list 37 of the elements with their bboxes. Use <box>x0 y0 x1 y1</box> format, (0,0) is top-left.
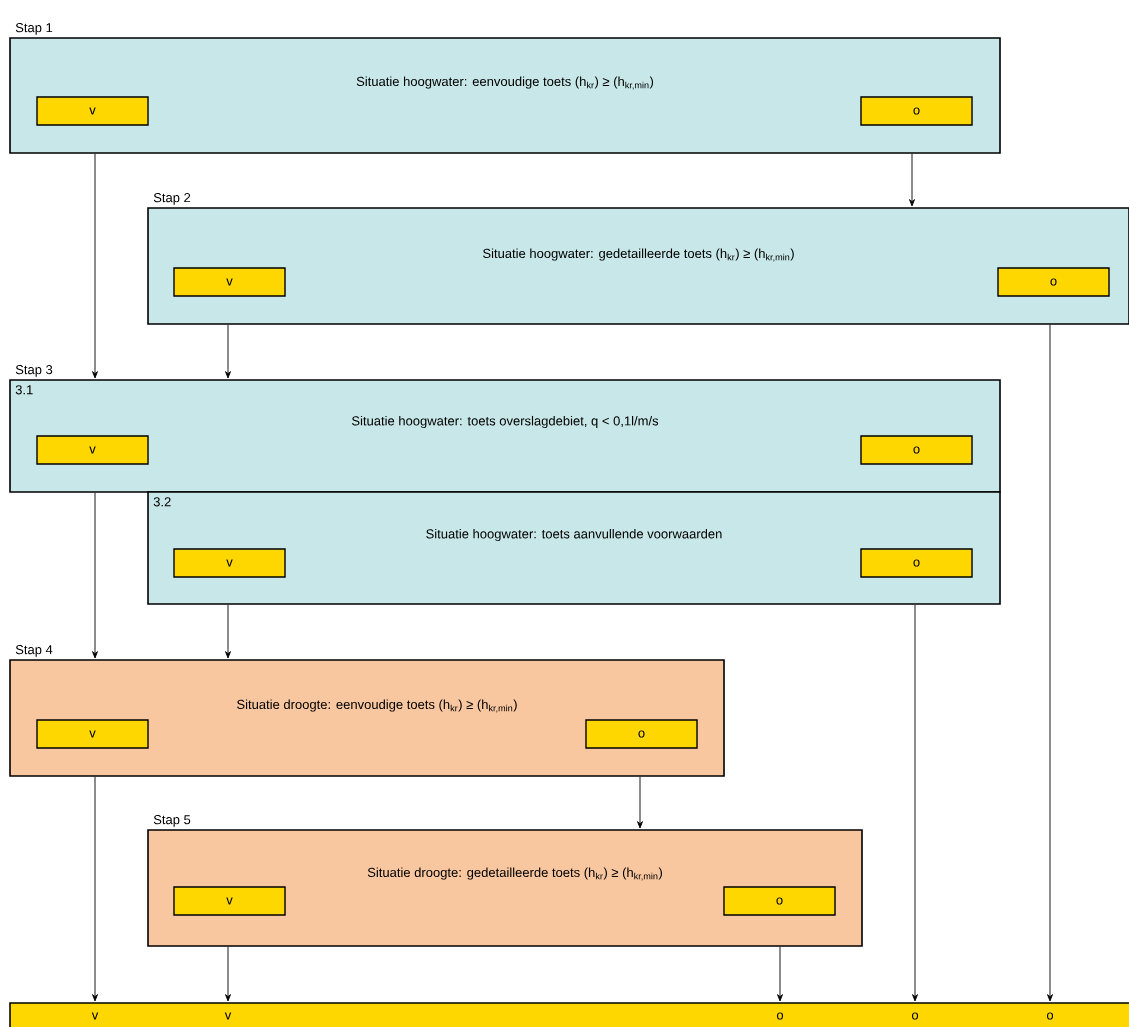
arrow <box>777 946 783 1002</box>
answer-box: o <box>860 548 973 578</box>
arrow <box>909 153 915 207</box>
arrow <box>912 604 918 1002</box>
box-title: Situatie hoogwater: gedetailleerde toets (h$_{kr}$) ≥ (h$_{kr,min}$) <box>483 248 794 262</box>
answer-box: v <box>36 719 149 749</box>
step-heading: Stap 3 <box>15 365 53 377</box>
step-heading: Stap 4 <box>15 645 53 657</box>
arrow <box>1047 324 1053 1002</box>
step-heading: Stap 5 <box>153 815 191 827</box>
box-title: Situatie hoogwater: toets aanvullende voorwaarden <box>426 528 722 542</box>
box-title: Situatie hoogwater: eenvoudige toets (h$_{kr}$) ≥ (h$_{kr,min}$) <box>356 76 654 90</box>
arrow <box>92 776 98 1002</box>
step-heading: Stap 2 <box>153 193 191 205</box>
answer-box: v <box>173 886 286 916</box>
step-heading: 3.1 <box>15 385 33 395</box>
arrow <box>225 604 231 659</box>
answer-box: o <box>723 886 836 916</box>
arrow <box>92 153 98 379</box>
arrow <box>225 324 231 379</box>
box-title: Situatie droogte: gedetailleerde toets (h$_{kr}$) ≥ (h$_{kr,min}$) <box>367 867 662 881</box>
answer-box: v <box>36 96 149 126</box>
arrow <box>225 946 231 1002</box>
answer-box: v <box>173 548 286 578</box>
step-heading: Stap 1 <box>15 23 53 35</box>
box-title: Situatie hoogwater: toets overslagdebiet, q < 0,1l/m/s <box>352 415 659 429</box>
answer-box: o <box>585 719 698 749</box>
step-heading: 3.2 <box>153 497 171 507</box>
answer-box: o <box>860 96 973 126</box>
answer-box: v <box>36 435 149 465</box>
box-title: Situatie droogte: eenvoudige toets (h$_{kr}$) ≥ (h$_{kr,min}$) <box>237 699 517 713</box>
answer-box: o <box>997 267 1110 297</box>
answer-box: o <box>860 435 973 465</box>
outcome-bar: v v o o o <box>9 1002 1129 1027</box>
arrow <box>92 492 98 659</box>
arrow <box>637 776 643 829</box>
answer-box: v <box>173 267 286 297</box>
